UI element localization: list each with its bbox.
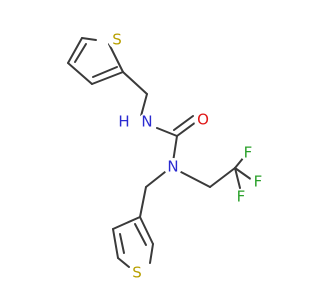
bond	[145, 171, 166, 188]
molecule-structure: S N H O N F F F S	[67, 30, 266, 282]
bond	[209, 167, 236, 188]
atom-s-bottom: S	[128, 264, 146, 282]
bond	[67, 37, 83, 64]
bond	[112, 228, 119, 259]
bond	[81, 37, 97, 41]
bond	[117, 257, 130, 268]
bond	[108, 43, 124, 73]
bond	[172, 135, 178, 163]
atom-f2: F	[250, 173, 266, 191]
atom-label-o: O	[197, 111, 209, 129]
bond	[140, 93, 148, 117]
thiophene-ring-top	[67, 37, 124, 85]
bond	[234, 167, 253, 181]
thiophene-ring-bottom	[112, 216, 154, 268]
bond	[122, 71, 148, 95]
atom-label-s: S	[112, 31, 122, 49]
atom-label-n: N	[141, 113, 152, 131]
atom-label-f: F	[237, 188, 246, 206]
bond	[139, 216, 154, 245]
atom-s-top: S	[108, 31, 126, 49]
atom-label-s: S	[132, 264, 142, 282]
atom-f1: F	[240, 144, 256, 162]
bond	[234, 167, 241, 189]
atom-nh: N H	[116, 113, 156, 131]
atom-o: O	[194, 111, 212, 129]
bond	[149, 243, 154, 264]
bond	[74, 43, 87, 63]
atom-label-f: F	[254, 173, 263, 191]
atom-label-f: F	[244, 144, 253, 162]
bond	[173, 115, 194, 131]
bond	[134, 223, 147, 246]
atom-n: N	[164, 158, 182, 176]
bond	[91, 71, 124, 85]
atom-label-h: H	[118, 113, 129, 131]
bond	[139, 186, 147, 218]
bond	[156, 127, 178, 137]
bond	[67, 62, 93, 85]
bond	[176, 121, 197, 137]
bond	[92, 66, 118, 78]
molecule-diagram: S N H O N F F F S	[67, 30, 266, 282]
bond	[180, 171, 211, 188]
atom-f3: F	[233, 188, 249, 206]
bond	[234, 156, 245, 169]
bond	[119, 233, 125, 254]
bond	[112, 216, 141, 230]
atom-label-n: N	[167, 158, 178, 176]
